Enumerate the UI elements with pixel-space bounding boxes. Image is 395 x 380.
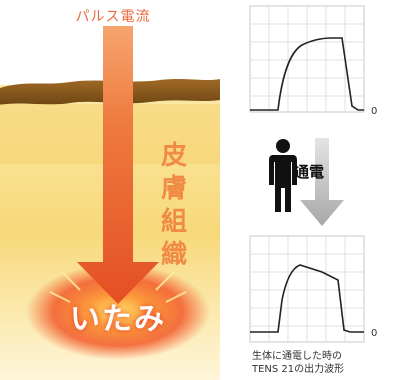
skin-label-char-3: 組 [160, 207, 187, 237]
caption-line-1: 生体に通電した時の [252, 351, 342, 362]
skin-label-char-1: 皮 [160, 141, 187, 171]
skin-label-char-2: 膚 [160, 174, 187, 204]
caption-line-2: TENS 21の出力波形 [252, 364, 345, 375]
pulse-current-arrow [77, 26, 159, 304]
pain-label: いたみ [70, 302, 166, 337]
skin-label-char-4: 織 [160, 240, 187, 270]
zero-label-bottom: 0 [371, 328, 377, 339]
waveform-caption: 生体に通電した時の TENS 21の出力波形 [252, 350, 386, 376]
waveform-graph-bottom [249, 235, 365, 343]
skin-tissue-label: 皮 膚 組 織 [158, 140, 190, 272]
waveform-graph-top [249, 5, 365, 113]
current-flow-arrow [300, 138, 344, 226]
current-applied-label: 通電 [294, 163, 325, 181]
zero-label-top: 0 [371, 106, 377, 117]
person-silhouette-icon [269, 139, 297, 212]
pain-glow [26, 264, 210, 360]
pulse-current-label: パルス電流 [75, 9, 151, 25]
